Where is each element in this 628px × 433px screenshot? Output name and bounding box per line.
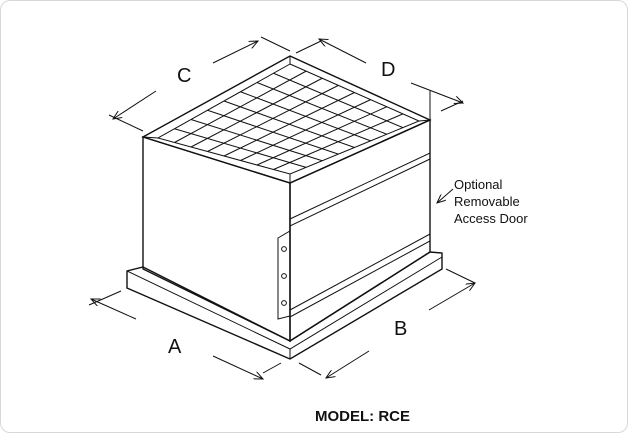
dim-label-a: A bbox=[168, 336, 182, 358]
access-door-strips bbox=[289, 152, 431, 318]
grid-line bbox=[207, 109, 339, 155]
model-caption: MODEL: RCE bbox=[315, 408, 410, 425]
note-line-3: Access Door bbox=[454, 211, 528, 226]
grid-line bbox=[174, 128, 307, 168]
grid-line bbox=[223, 100, 355, 148]
dimension-lines bbox=[88, 36, 475, 379]
door-hinge-plate bbox=[277, 230, 291, 320]
grid-line bbox=[273, 113, 404, 170]
dim-label-b: B bbox=[394, 318, 407, 340]
dim-label-d: D bbox=[381, 59, 395, 81]
base-curb bbox=[126, 251, 443, 360]
dim-label-c: C bbox=[177, 65, 191, 87]
grid-line bbox=[256, 106, 387, 166]
box-body bbox=[142, 118, 431, 343]
filter-grid bbox=[174, 70, 404, 170]
note-line-1: Optional bbox=[454, 177, 503, 192]
note-line-2: Removable bbox=[454, 194, 520, 209]
grid-line bbox=[240, 99, 371, 161]
top-frame bbox=[141, 55, 432, 184]
grid-line bbox=[190, 119, 323, 162]
